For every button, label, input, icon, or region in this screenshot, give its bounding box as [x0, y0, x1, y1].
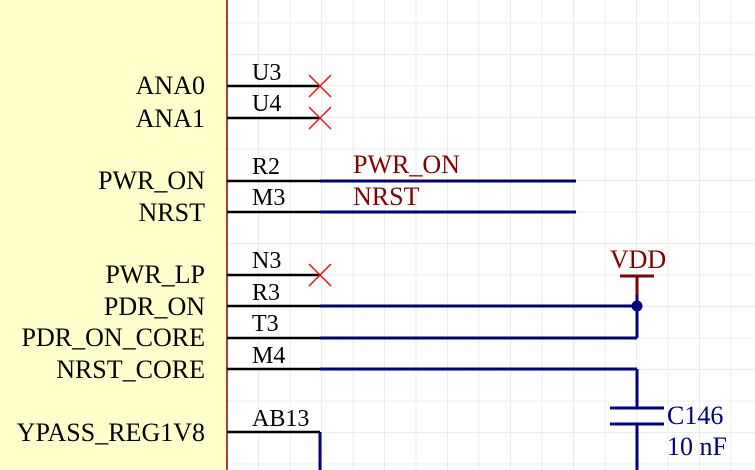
component-body[interactable]	[0, 0, 228, 470]
net-label-pwr-on[interactable]: PWR_ON	[353, 150, 460, 179]
net-labels: PWR_ON NRST	[353, 150, 460, 211]
pin-name-pdr-on-core: PDR_ON_CORE	[22, 323, 205, 352]
net-label-nrst[interactable]: NRST	[353, 182, 420, 211]
pin-number-r3: R3	[252, 280, 280, 306]
capacitor-value: 10 nF	[667, 432, 727, 461]
pin-name-pwr-lp: PWR_LP	[105, 260, 205, 289]
pin-name-pwr-on: PWR_ON	[98, 166, 205, 195]
pin-number-u4: U4	[252, 91, 281, 117]
pin-number-m3: M3	[252, 185, 285, 211]
capacitor-c146[interactable]: C146 10 nF	[610, 401, 727, 461]
pin-number-t3: T3	[252, 311, 279, 337]
wires	[318, 179, 643, 470]
no-connect-icon[interactable]	[308, 263, 332, 287]
no-connect-icon[interactable]	[308, 74, 332, 98]
pin-names: ANA0 ANA1 PWR_ON NRST PWR_LP PDR_ON PDR_…	[17, 71, 206, 447]
pin-numbers: U3 U4 R2 M3 N3 R3 T3 M4 AB13	[252, 60, 309, 432]
pin-name-ana0: ANA0	[136, 71, 205, 100]
pin-name-nrst-core: NRST_CORE	[56, 355, 205, 384]
junction-dot	[631, 300, 643, 312]
power-port-label: VDD	[610, 245, 666, 274]
pin-name-ana1: ANA1	[136, 104, 205, 133]
pin-lines	[227, 84, 320, 434]
grid	[226, 0, 755, 470]
power-port-vdd[interactable]: VDD	[610, 245, 666, 295]
no-connect-markers	[308, 74, 332, 287]
pin-name-nrst: NRST	[139, 198, 206, 227]
pin-number-n3: N3	[252, 248, 281, 274]
pin-number-r2: R2	[252, 154, 280, 180]
pin-number-u3: U3	[252, 60, 281, 86]
capacitor-designator: C146	[667, 401, 723, 430]
pin-number-ab13: AB13	[252, 406, 309, 432]
pin-name-pdr-on: PDR_ON	[104, 292, 205, 321]
pin-name-ypass-reg1v8: YPASS_REG1V8	[17, 418, 205, 447]
no-connect-icon[interactable]	[308, 106, 332, 130]
pin-number-m4: M4	[252, 343, 285, 369]
